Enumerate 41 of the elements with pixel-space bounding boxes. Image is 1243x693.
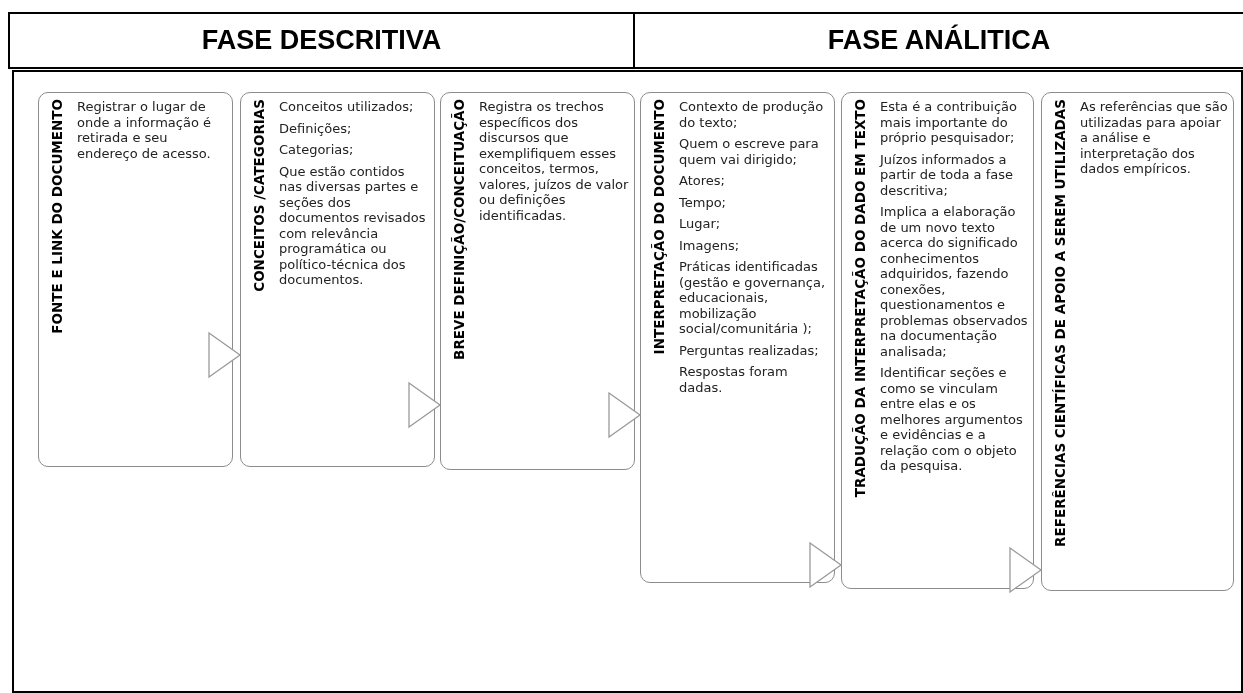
phase-heading: FASE DESCRITIVA: [201, 25, 442, 56]
chevron-arrow: [1009, 547, 1042, 593]
step-card: [240, 92, 435, 467]
body-text: Registrar o lugar de onde a informação é retirada e seu endereço de acesso.: [77, 99, 212, 161]
body-text: Implica a elaboração de um novo texto acerca do significado conhecimentos adquiridos, fazendo conexões, questionamentos e problemas observados na documentação analisada;: [880, 204, 1029, 359]
vertical-heading: TRADUÇÃO DA INTERPRETAÇÃO DO DADO EM TEXTO: [851, 99, 869, 498]
body-text: Contexto de produção do texto;: [679, 99, 825, 130]
step-card: [640, 92, 835, 583]
vertical-heading: BREVE DEFINIÇÃO/CONCEITUAÇÃO: [450, 99, 468, 360]
vertical-heading: CONCEITOS /CATEGORIAS: [250, 99, 268, 292]
chevron-arrow: [608, 392, 641, 438]
body-text: As referências que são utilizadas para apoiar a análise e interpretação dos dados empíricos.: [1080, 99, 1229, 177]
body-text: Identificar seções e como se vinculam entre elas e os melhores argumentos e evidências e a relação com o objeto da pesquisa.: [880, 365, 1024, 474]
chevron-arrow: [408, 382, 441, 428]
body-text: Definições;: [279, 120, 353, 136]
vertical-heading: INTERPRETAÇÃO DO DOCUMENTO: [650, 99, 668, 355]
body-text: Práticas identificadas (gestão e governança, educacionais, mobilização social/comunitária );: [679, 259, 827, 337]
header-cell: [8, 12, 635, 69]
vertical-heading: REFERÊNCIAS CIENTÍFICAS DE APOIO A SEREM UTILIZADAS: [1051, 99, 1069, 547]
chevron-arrow: [208, 332, 241, 378]
body-text: Atores;: [679, 173, 726, 189]
phase-heading: FASE ANÁLITICA: [827, 25, 1051, 56]
step-card: [1041, 92, 1234, 591]
body-text: Imagens;: [679, 237, 741, 253]
body-text: Conceitos utilizados;: [279, 99, 415, 115]
step-card: [38, 92, 233, 467]
step-card: [440, 92, 635, 470]
body-text: Que estão contidos nas diversas partes e seções dos documentos revisados com relevância programática ou político-técnica dos documentos.: [279, 163, 427, 288]
body-text: Juízos informados a partir de toda a fase descritiva;: [880, 151, 1014, 198]
body-text: Tempo;: [679, 194, 727, 210]
body-text: Perguntas realizadas;: [679, 342, 820, 358]
body-text: Lugar;: [679, 216, 722, 232]
header-cell: [633, 12, 1243, 69]
chevron-arrow: [809, 542, 842, 588]
body-text: Quem o escreve para quem vai dirigido;: [679, 136, 820, 167]
body-text: Respostas foram dadas.: [679, 364, 789, 395]
vertical-heading: FONTE E LINK DO DOCUMENTO: [48, 99, 66, 334]
body-text: Registra os trechos específicos dos discursos que exemplifiquem esses conceitos, termos, valores, juízos de valor ou definições identificadas.: [479, 99, 630, 223]
body-text: Categorias;: [279, 142, 355, 158]
body-text: Esta é a contribuição mais importante do próprio pesquisador;: [880, 99, 1018, 146]
step-card: [841, 92, 1034, 589]
